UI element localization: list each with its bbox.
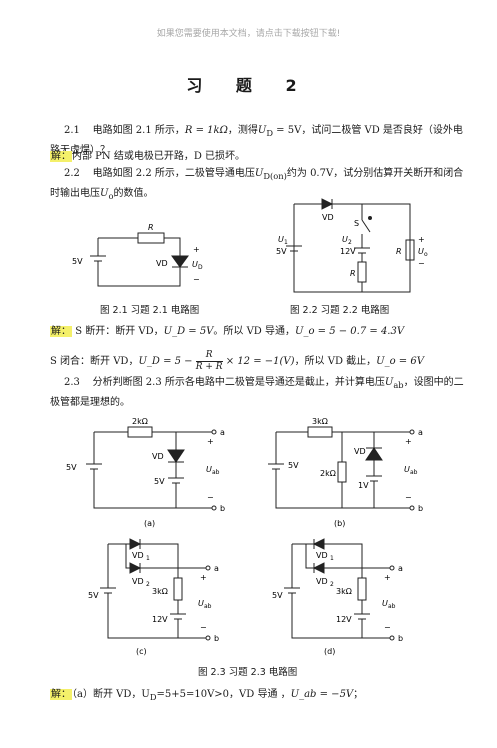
figure-2-1-caption: 图 2.1 习题 2.1 电路图 [100,305,200,316]
fig23c-uab-sub: ab [204,603,212,610]
question-2-1: 2.1 电路如图 2.1 所示，R = 1kΩ，测得UD = 5V，试问二极管 … [50,125,463,156]
fig23a-tag: (a) [144,519,155,528]
fig23d-b-terminal: b [398,634,403,643]
fig23c-tag: (c) [136,647,147,656]
fig23a-v1-label: 5V [66,463,77,472]
fig23d-vd2-label: VD [316,577,328,586]
fig23d-uab-sub: ab [388,603,396,610]
fig23a-b-terminal: b [220,504,225,513]
fig23d-vd1-sub: 1 [330,555,334,562]
fig23d-minus: − [384,623,391,632]
fig23a-minus: − [207,493,214,502]
fig23a-uab-label: U [206,465,212,474]
fig21-source-label: 5V [72,257,83,266]
answer-2-2-closed: S 闭合：断开 VD，U_D = 5 − R R + R × 12 = −1(V… [50,350,424,372]
fig22-u1-sub: 1 [284,239,288,246]
fig23a-a-terminal: a [220,428,225,437]
fig23a-uab-sub: ab [212,469,220,476]
fig23c-v2-label: 12V [152,615,168,624]
fig21-r-label: R [148,223,154,232]
fig23c-b-terminal: b [214,634,219,643]
fig22-u2-label: U [342,235,348,244]
figure-2-3c-circuit: VD 1 VD 2 5V 3kΩ 12V a + U ab − b (c) [88,538,219,656]
fig23c-vd1-label: VD [132,551,144,560]
fig23d-r-label: 3kΩ [336,587,352,596]
fig23b-b-terminal: b [418,504,423,513]
fig23a-v2-label: 5V [154,477,165,486]
fig21-vd-label: VD [156,259,168,268]
fig22-r-label-1: R [350,269,356,278]
fig22-v1-label: 5V [276,247,287,256]
fig21-plus: + [193,245,200,254]
fig22-uo-label: U [418,247,424,256]
question-2-3: 2.3 分析判断图 2.3 所示各电路中二极管是导通还是截止，并计算电压Uab，… [50,377,464,408]
fig22-u2-sub: 2 [348,239,352,246]
figure-2-3b-circuit: 3kΩ 5V 2kΩ VD 1V a + U ab − b (b) [268,418,423,528]
fig23a-r-label: 2kΩ [132,418,148,426]
fig21-minus: − [193,275,200,284]
fig22-v2-label: 12V [340,247,356,256]
fig21-ud-sub: D [198,264,203,271]
fig23d-tag: (d) [324,647,335,656]
question-2-2: 2.2 电路如图 2.2 所示，二极管导通电压UD(on)约为 0.7V，试分别… [50,168,464,201]
fig23c-minus: − [200,623,207,632]
watermark: 如果您需要使用本文档，请点击下载按钮下载! [156,29,341,39]
fig23c-vd2-label: VD [132,577,144,586]
fig23b-plus: + [405,437,412,446]
fig22-plus: + [418,235,425,244]
fig22-switch-label: S [354,219,359,228]
fig23d-v2-label: 12V [336,615,352,624]
fig23c-v1-label: 5V [88,591,99,600]
fig23a-plus: + [207,437,214,446]
figure-2-3a-circuit: 2kΩ 5V VD 5V a + U ab − b (a) [66,418,225,528]
fig23b-v1-label: 5V [288,461,299,470]
fig23b-uab-sub: ab [410,469,418,476]
fig23d-vd1-label: VD [316,551,328,560]
fig23b-vd-label: VD [354,447,366,456]
fig23d-a-terminal: a [398,564,403,573]
figure-2-3d-circuit: VD 1 VD 2 5V 3kΩ 12V a + U ab − b (d) [272,538,403,656]
fig22-vd-label: VD [322,213,334,222]
answer-2-3: 解：（a）断开 VD，UD=5+5=10V>0，VD 导通 ，U_ab = −5… [50,689,364,702]
fig23d-vd2-sub: 2 [330,581,334,588]
fig23c-uab-label: U [198,599,204,608]
fig23b-a-terminal: a [418,428,423,437]
answer-2-2-open: 解： S 断开：断开 VD，U_D = 5V。所以 VD 导通，U_o = 5 … [50,326,405,337]
fig23d-plus: + [384,573,391,582]
fig23b-uab-label: U [404,465,410,474]
fig23c-vd2-sub: 2 [146,581,150,588]
answer-2-1: 解：内部 PN 结或电极已开路，D 已损坏。 [50,151,246,162]
fig23b-r-label: 3kΩ [312,418,328,426]
fig22-minus: − [418,259,425,268]
fig23b-v2-label: 1V [358,481,369,490]
fig23c-r-label: 3kΩ [152,587,168,596]
fig23b-minus: − [405,493,412,502]
fig22-uo-sub: o [424,251,428,258]
page-title: 习 题 2 [186,76,311,95]
fig23b-tag: (b) [334,519,345,528]
fig23c-a-terminal: a [214,564,219,573]
figure-2-3-caption: 图 2.3 习题 2.3 电路图 [198,667,298,678]
fig23d-uab-label: U [382,599,388,608]
fig23b-r2-label: 2kΩ [320,469,336,478]
fig23c-plus: + [200,573,207,582]
fig22-r-label-2: R [396,247,402,256]
fig22-u1-label: U [278,235,284,244]
fig23a-vd-label: VD [152,452,164,461]
figure-2-1-circuit: R 5V VD + − U D [72,223,203,287]
figure-2-2-circuit: VD S U 1 5V U 2 12V R R + U o − [276,198,428,293]
fig23d-v1-label: 5V [272,591,283,600]
fig21-ud-label: U [192,260,198,269]
fig23c-vd1-sub: 1 [146,555,150,562]
figure-2-2-caption: 图 2.2 习题 2.2 电路图 [290,305,390,316]
